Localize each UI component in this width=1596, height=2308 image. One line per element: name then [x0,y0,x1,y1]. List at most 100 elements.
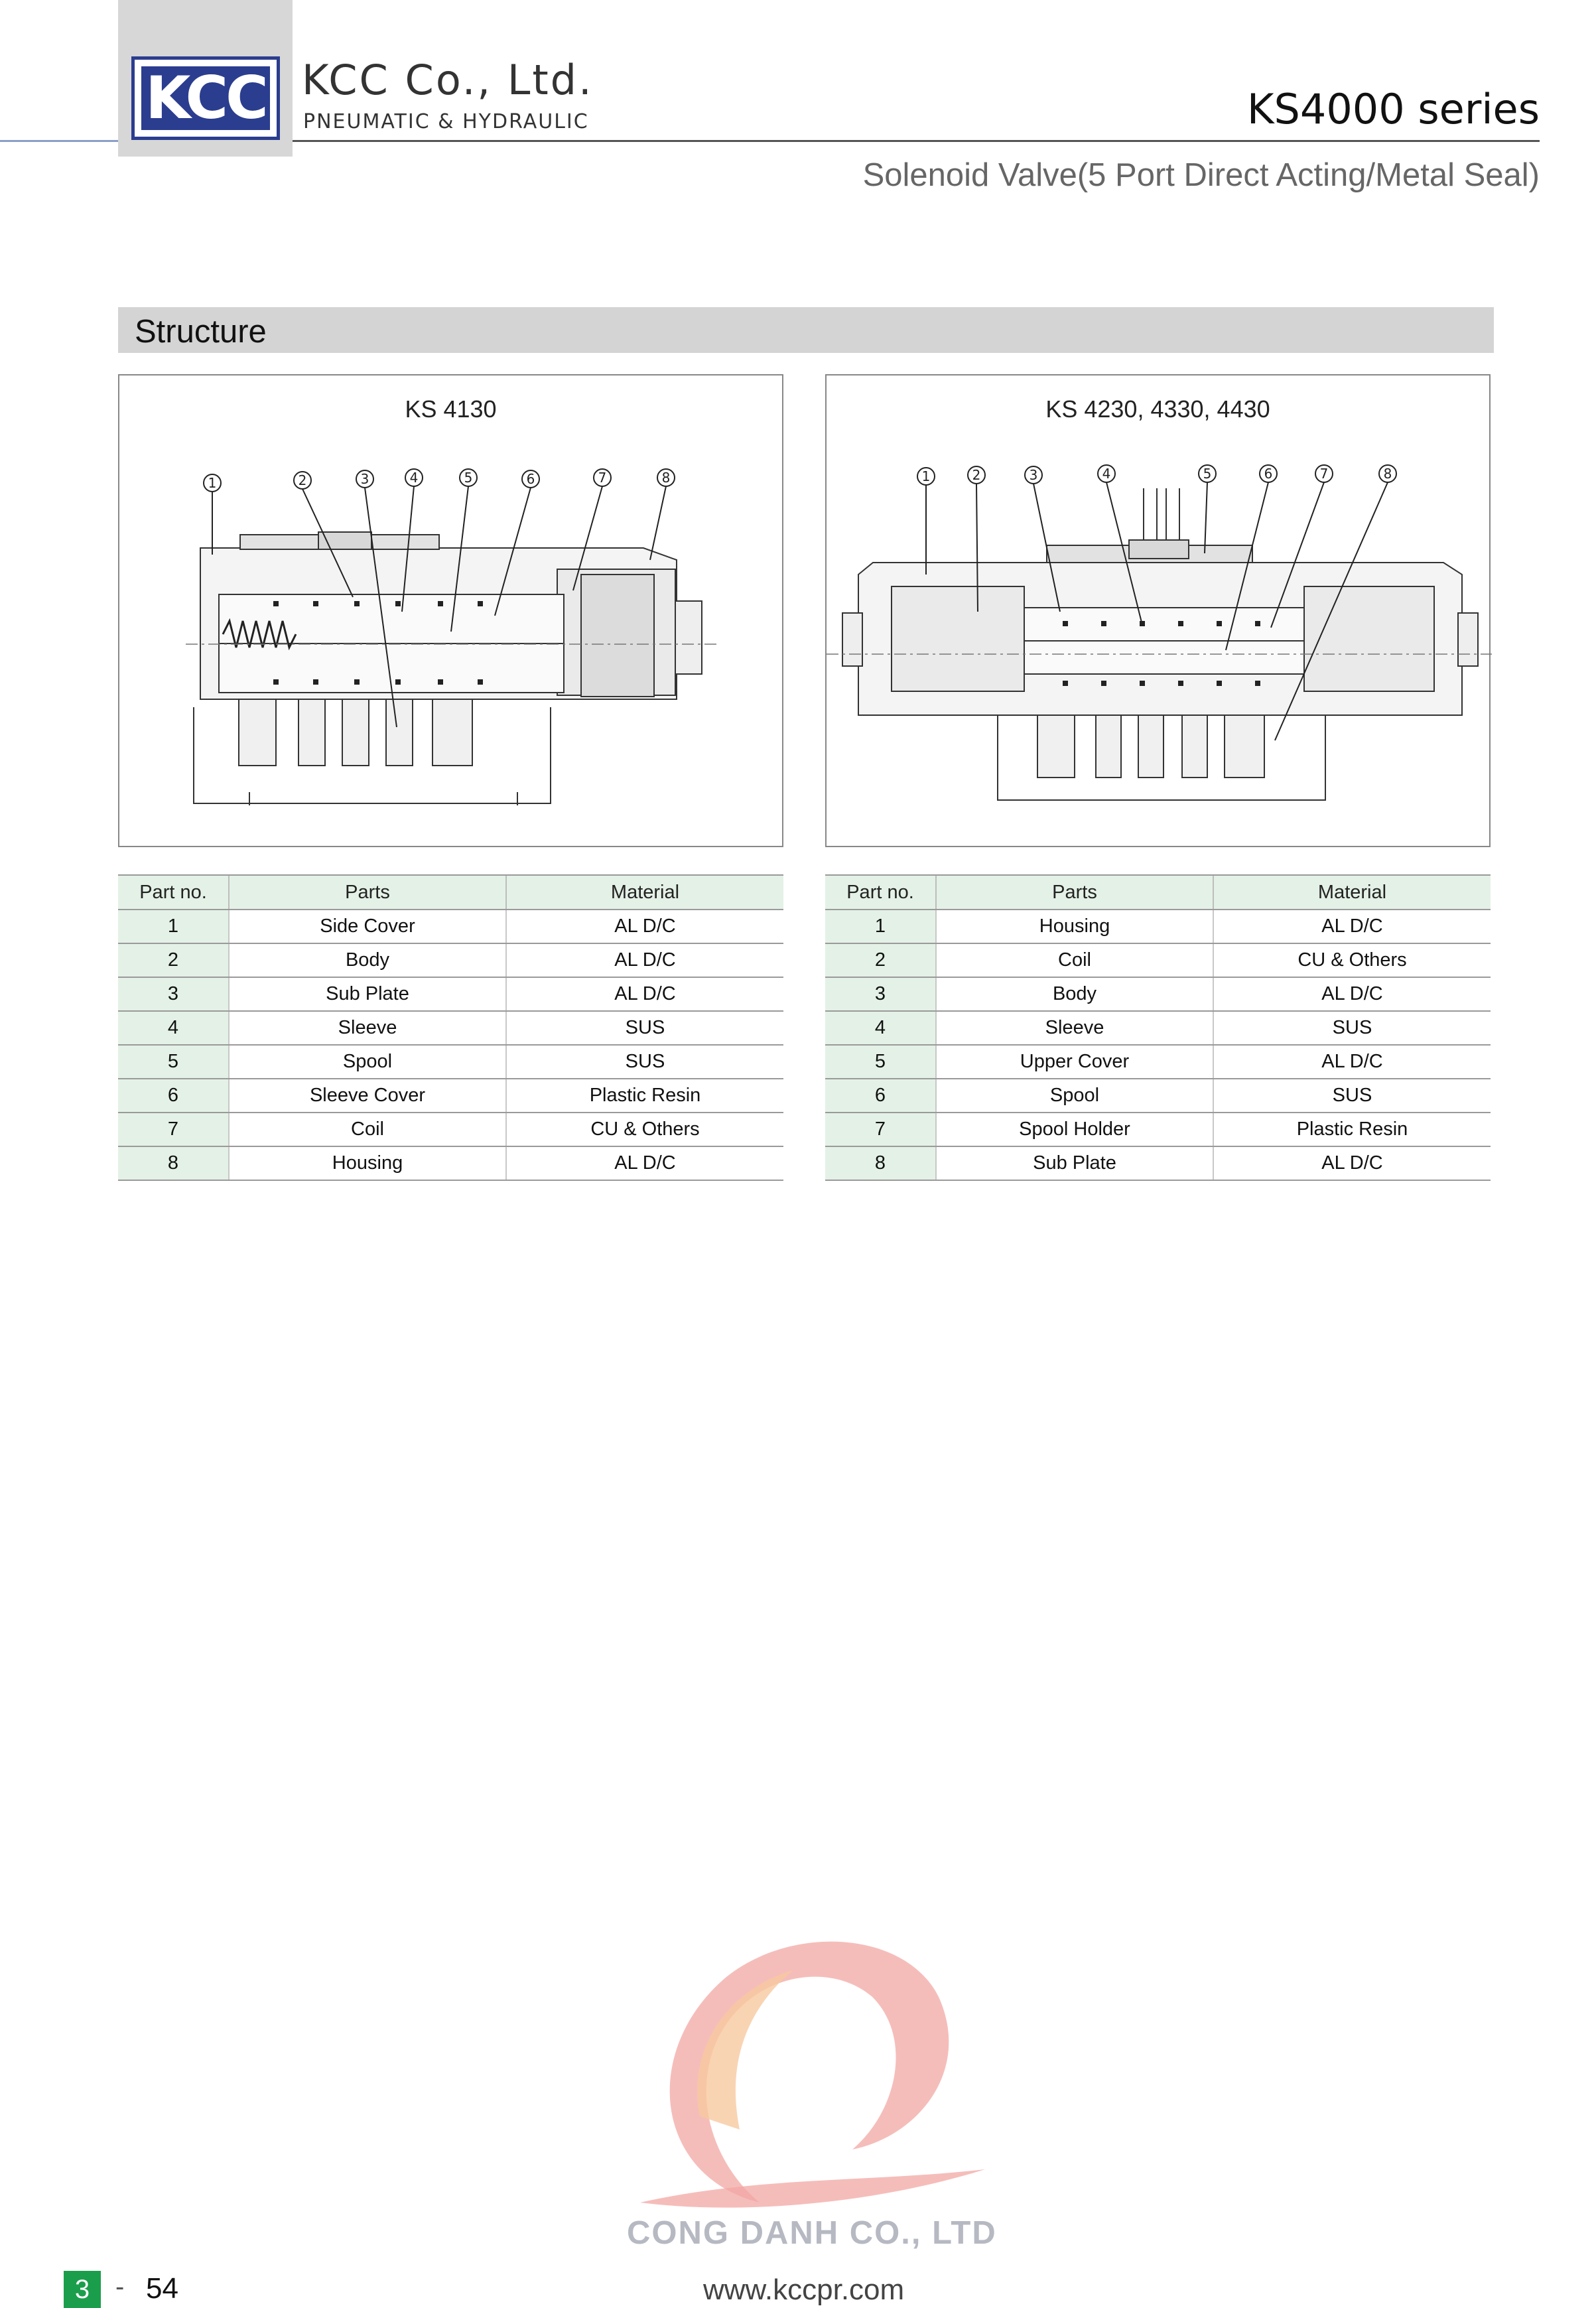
series-title: KS4000 series [1246,85,1540,133]
part-no: 8 [118,1146,229,1181]
part-material: AL D/C [505,943,783,978]
section-bar [118,307,1494,353]
company-name: KCC Co., Ltd. [302,56,594,104]
header-rule-left [0,140,118,142]
part-name: Side Cover [228,910,506,944]
part-name: Spool Holder [935,1113,1213,1147]
header-part-no: Part no. [825,874,936,910]
callout-6: 6 [1264,466,1273,482]
part-no: 2 [118,943,229,978]
diagram-panel-ks4230: KS 4230, 4330, 4430 [825,374,1492,847]
callout-5: 5 [1203,466,1212,482]
part-no: 8 [825,1146,936,1181]
part-material: CU & Others [505,1113,783,1147]
header-material: Material [505,874,783,910]
part-name: Sleeve Cover [228,1079,506,1113]
table-header-row: Part no. Parts Material [825,874,1491,910]
part-material: SUS [1213,1011,1491,1046]
part-name: Housing [228,1146,506,1181]
valve-cross-section-drawing: 1 2 3 4 5 6 7 8 [186,468,716,805]
part-no: 4 [118,1011,229,1046]
callout-6: 6 [527,471,535,487]
callout-5: 5 [464,470,473,486]
part-material: AL D/C [1213,1045,1491,1079]
diagram-panel-ks4130: KS 4130 [118,374,783,847]
watermark-logo [640,1941,985,2208]
part-material: SUS [505,1045,783,1079]
part-material: AL D/C [505,910,783,944]
part-no: 7 [825,1113,936,1147]
part-name: Body [935,977,1213,1012]
header-rule [293,140,1540,142]
part-name: Housing [935,910,1213,944]
callout-1: 1 [208,475,217,491]
logo-text: KCC [141,66,270,130]
callout-4: 4 [1102,466,1111,482]
page-separator: - [115,2272,125,2301]
part-name: Body [228,943,506,978]
part-material: Plastic Resin [1213,1113,1491,1147]
callout-2: 2 [299,472,307,488]
section-title: Structure [135,314,267,350]
callout-8: 8 [662,470,671,486]
callout-7: 7 [598,470,607,486]
website-link[interactable]: www.kccpr.com [703,2274,905,2306]
callout-8: 8 [1384,466,1392,482]
chapter-badge: 3 [64,2271,101,2308]
part-no: 1 [118,910,229,944]
callout-1: 1 [922,468,931,484]
callout-3: 3 [361,471,369,487]
part-no: 7 [118,1113,229,1147]
callout-7: 7 [1320,466,1329,482]
header-parts: Parts [935,874,1213,910]
part-no: 3 [118,977,229,1012]
callout-4: 4 [410,470,419,486]
header-parts: Parts [228,874,506,910]
part-name: Upper Cover [935,1045,1213,1079]
part-no: 3 [825,977,936,1012]
part-name: Spool [935,1079,1213,1113]
callout-2: 2 [972,467,981,483]
diagram-title: KS 4230, 4330, 4430 [1045,395,1270,423]
kcc-logo: KCC [131,56,280,140]
part-no: 1 [825,910,936,944]
valve-cross-section-drawing: 1 2 3 4 5 6 7 8 [827,464,1492,801]
part-material: AL D/C [1213,910,1491,944]
part-material: AL D/C [1213,977,1491,1012]
diagram-title: KS 4130 [405,395,497,423]
part-material: SUS [505,1011,783,1046]
part-name: Spool [228,1045,506,1079]
part-material: AL D/C [1213,1146,1491,1181]
part-no: 5 [825,1045,936,1079]
part-material: AL D/C [505,1146,783,1181]
page-subtitle: Solenoid Valve(5 Port Direct Acting/Meta… [862,157,1540,193]
part-material: AL D/C [505,977,783,1012]
part-no: 6 [825,1079,936,1113]
header-material: Material [1213,874,1491,910]
page-number: 54 [146,2272,178,2305]
table-header-row: Part no. Parts Material [118,874,783,910]
part-material: SUS [1213,1079,1491,1113]
part-name: Sleeve [935,1011,1213,1046]
part-name: Coil [935,943,1213,978]
part-name: Sub Plate [935,1146,1213,1181]
company-tagline: PNEUMATIC & HYDRAULIC [303,110,589,133]
part-no: 2 [825,943,936,978]
header-part-no: Part no. [118,874,229,910]
part-material: CU & Others [1213,943,1491,978]
